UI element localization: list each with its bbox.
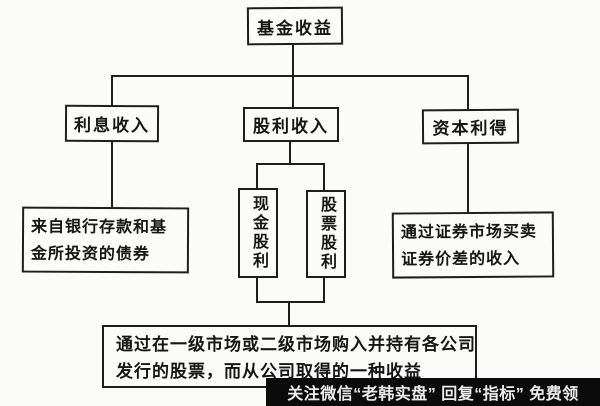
connector-stock-down	[323, 277, 325, 303]
bottom-note-line1: 通过在一级市场或二级市场购入并持有各公司	[116, 335, 476, 354]
stock-dividend-box: 股票股利	[306, 190, 346, 278]
interest-desc-box: 来自银行存款和基 金所投资的债券	[21, 206, 190, 274]
connector-to-bottom-note	[288, 302, 290, 326]
capital-desc-line2: 证券价差的收入	[401, 250, 521, 269]
capital-gains-label: 资本利得	[432, 118, 509, 139]
capital-desc-box: 通过证券市场买卖 证券价差的收入	[391, 211, 555, 279]
dividend-income-box: 股利收入	[243, 107, 339, 142]
connector-drop-interest	[111, 76, 113, 106]
watermark-bar: 关注微信“老韩实盘” 回复“指标” 免费领	[266, 378, 600, 406]
connector-dividend-down	[289, 141, 291, 165]
dividend-income-label: 股利收入	[253, 117, 329, 136]
interest-desc-line2: 金所投资的债券	[30, 245, 150, 264]
connector-merge-horizontal	[256, 301, 325, 303]
connector-dividend-split	[256, 163, 325, 165]
connector-cash-down	[256, 277, 258, 303]
connector-to-cash-dividend	[256, 164, 258, 189]
capital-desc-line1: 通过证券市场买卖	[400, 223, 537, 242]
bottom-note-box: 通过在一级市场或二级市场购入并持有各公司 发行的股票，而从公司取得的一种收益	[102, 325, 477, 388]
interest-income-label: 利息收入	[73, 115, 151, 136]
connector-main-horizontal	[111, 75, 469, 77]
bottom-note-line2: 发行的股票，而从公司取得的一种收益	[116, 362, 422, 381]
fund-income-box: 基金收益	[246, 6, 344, 46]
watermark-text: 关注微信“老韩实盘” 回复“指标” 免费领	[287, 386, 579, 403]
connector-to-stock-dividend	[323, 164, 325, 191]
stock-dividend-label: 股票股利	[318, 196, 335, 272]
fund-income-label: 基金收益	[256, 18, 334, 38]
interest-desc-line1: 来自银行存款和基	[31, 218, 168, 237]
capital-gains-box: 资本利得	[421, 108, 520, 145]
connector-drop-dividend	[292, 76, 294, 108]
connector-capital-to-desc	[467, 143, 469, 213]
interest-income-box: 利息收入	[64, 104, 160, 143]
connector-root-down	[292, 45, 294, 76]
cash-dividend-box: 现金股利	[238, 188, 278, 278]
connector-interest-to-desc	[111, 141, 113, 208]
connector-drop-capital	[467, 76, 469, 110]
cash-dividend-label: 现金股利	[250, 195, 267, 271]
